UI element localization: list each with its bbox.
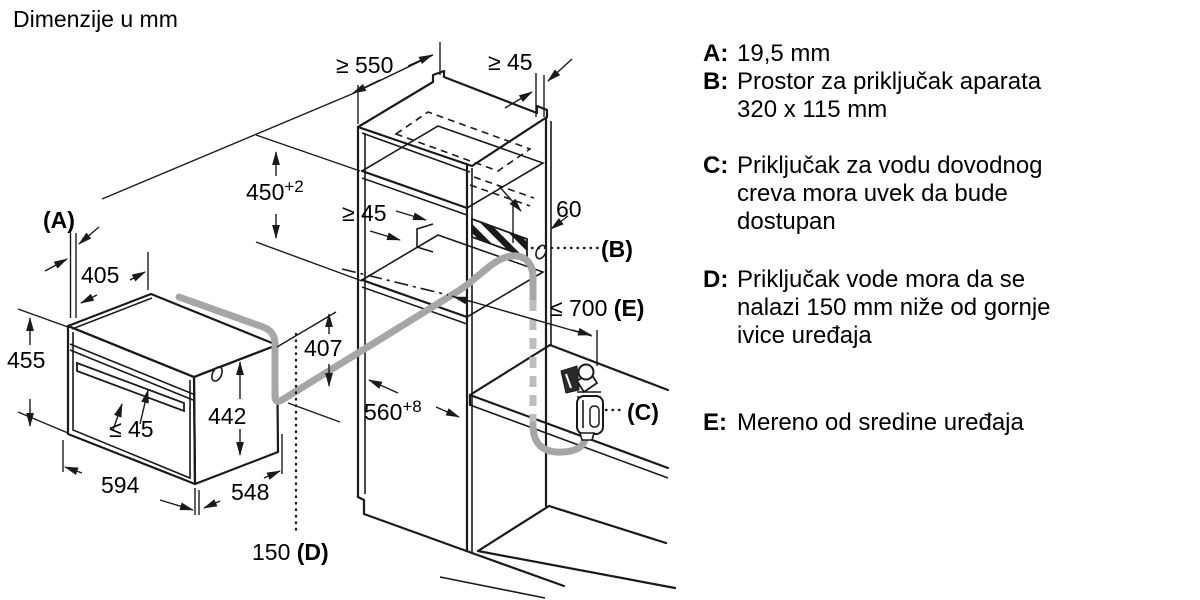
legend-key-b: B: (703, 68, 729, 95)
dim-cabinet-depth: ≥ 550 (336, 52, 393, 78)
hidden-connection-space-top (394, 111, 532, 172)
dim-oven-width: 594 (101, 472, 140, 498)
legend-item-b: B: Prostor za priključak aparata 320 x 11… (703, 68, 1041, 124)
dimension-annotations: ≥ 550 ≥ 45 450+2 ≥ 45 60 (B) (7, 42, 659, 565)
legend-key-c: C: (703, 152, 729, 179)
worktop-and-floor (439, 343, 677, 599)
legend-text-c: Priključak za vodu dovodnog creva mora u… (737, 152, 1043, 235)
dim-oven-height: 455 (7, 347, 45, 373)
dim-oven-body-height: 442 (208, 403, 246, 429)
cabinet-outline (356, 69, 566, 588)
legend-key-d: D: (703, 266, 729, 293)
legend-key-a: A: (703, 40, 729, 67)
dim-oven-top-depth: 405 (81, 262, 119, 288)
legend-text-a: 19,5 mm (737, 40, 831, 67)
dim-niche-side-clearance: ≥ 45 (342, 200, 387, 226)
dim-niche-height: 450+2 (246, 177, 304, 205)
legend-item-a: A: 19,5 mm (703, 40, 830, 68)
legend-text-b: Prostor za priključak aparata 320 x 115 … (737, 68, 1042, 123)
oven-door-handle (76, 361, 185, 413)
legend-key-e: E: (703, 409, 727, 436)
water-tap-icon (560, 330, 604, 441)
dim-oven-depth: 548 (231, 479, 269, 505)
legend-item-c: C: Priključak za vodu dovodnog creva mora… (703, 152, 1043, 236)
dim-niche-width: 560+8 (364, 397, 422, 425)
label-c: (C) (627, 399, 659, 425)
legend-item-e: E: Mereno od sredine uređaja (703, 409, 1024, 437)
dim-water-connection-offset: 150 (D) (252, 539, 329, 565)
dim-407: 407 (304, 335, 342, 361)
dim-top-side-clearance: ≥ 45 (488, 49, 533, 75)
connection-space-b-hatch (471, 217, 528, 259)
legend-item-d: D: Priključak vode mora da se nalazi 150 … (703, 266, 1051, 350)
dim-sixty: 60 (556, 196, 582, 222)
label-b: (B) (601, 236, 633, 262)
dim-tap-distance: ≤ 700 (E) (550, 295, 644, 321)
label-a: (A) (43, 207, 75, 233)
page-title: Dimenzije u mm (13, 6, 178, 32)
dim-door-protrusion: ≤ 45 (109, 416, 154, 442)
legend-text-e: Mereno od sredine uređaja (737, 409, 1024, 436)
legend-text-d: Priključak vode mora da se nalazi 150 mm… (737, 266, 1051, 349)
